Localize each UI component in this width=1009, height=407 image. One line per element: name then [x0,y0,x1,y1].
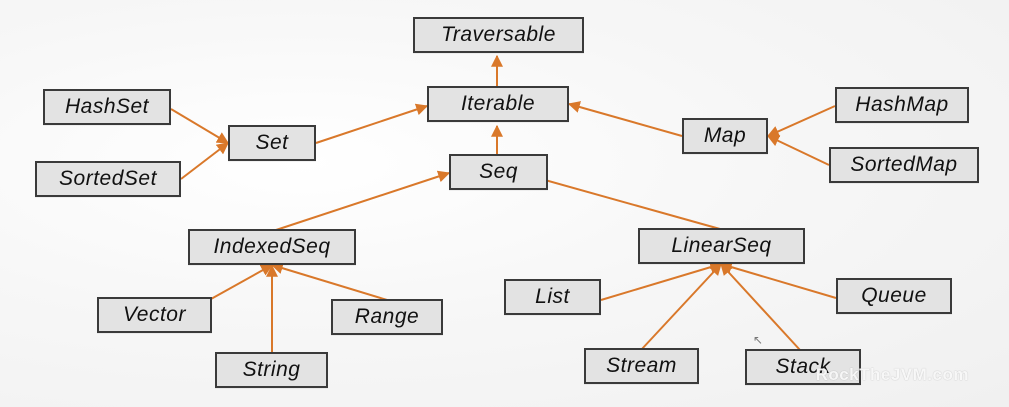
node-queue[interactable]: Queue [836,278,952,314]
edge-sortedmap-map [766,135,830,166]
node-set[interactable]: Set [228,125,316,161]
node-vector[interactable]: Vector [97,297,212,333]
edge-stack-linearseq [720,263,801,351]
node-map[interactable]: Map [682,118,768,154]
node-iterable[interactable]: Iterable [427,86,569,122]
edge-stream-linearseq [640,263,722,351]
node-sortedmap[interactable]: SortedMap [829,147,979,183]
node-hashmap[interactable]: HashMap [835,87,969,123]
node-traversable[interactable]: Traversable [413,17,584,53]
watermark: RockTheJVM.com [815,365,969,384]
edge-sortedset-set [180,142,229,180]
node-hashset[interactable]: HashSet [43,89,171,125]
node-range[interactable]: Range [331,299,443,335]
node-indexedseq[interactable]: IndexedSeq [188,229,356,265]
node-stack[interactable]: Stack [745,349,861,385]
edge-vector-indexedseq [210,264,274,300]
edge-set-iterable [315,103,429,144]
node-seq[interactable]: Seq [449,154,548,190]
node-list[interactable]: List [504,279,601,315]
mouse-pointer-icon: ↖ [753,333,764,347]
node-string[interactable]: String [215,352,328,388]
node-linearseq[interactable]: LinearSeq [638,228,805,264]
edge-map-iterable [567,101,683,137]
edge-hashmap-map [766,105,836,138]
edge-range-indexedseq [270,262,388,301]
edge-queue-linearseq [719,261,837,299]
edge-indexedseq-seq [272,170,451,232]
node-sortedset[interactable]: SortedSet [35,161,181,197]
node-stream[interactable]: Stream [584,348,699,384]
edge-linearseq-seq [518,170,721,230]
edge-list-linearseq [600,261,723,301]
edge-hashset-set [170,108,230,144]
